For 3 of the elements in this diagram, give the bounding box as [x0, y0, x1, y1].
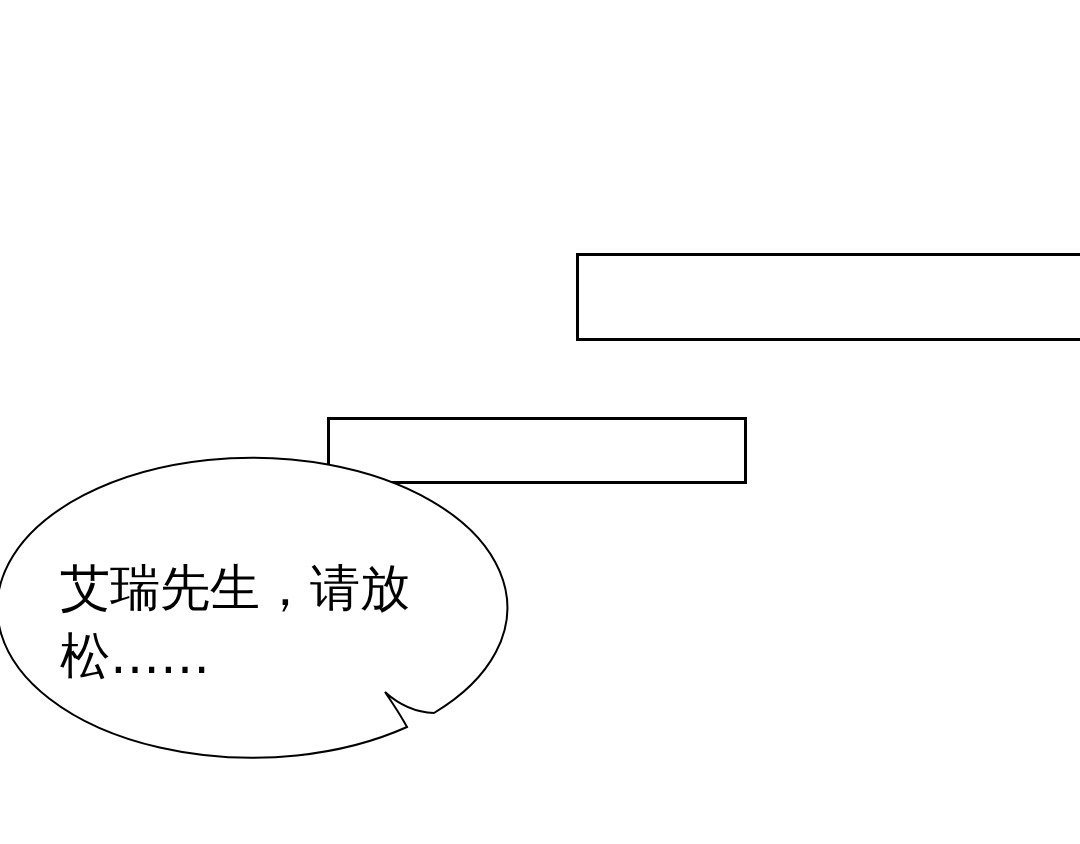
panel-frame [327, 417, 747, 484]
panel-frame [576, 253, 1080, 341]
dialogue-text: 艾瑞先生，请放松…… [60, 558, 411, 687]
